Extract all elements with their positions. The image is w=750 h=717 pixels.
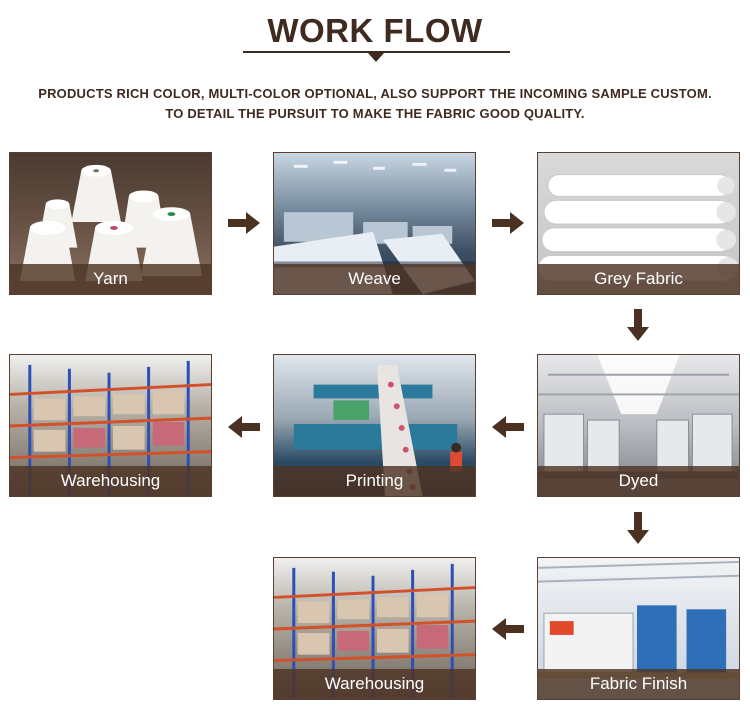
step-warehousing-1: Warehousing [9,354,212,497]
step-printing: Printing [273,354,476,497]
step-fabric-finish: Fabric Finish [537,557,740,700]
step-caption: Fabric Finish [538,669,739,699]
step-caption: Warehousing [10,466,211,496]
step-yarn: Yarn [9,152,212,295]
title-pointer [368,53,384,62]
step-caption: Grey Fabric [538,264,739,294]
subtitle-line-1: PRODUCTS RICH COLOR, MULTI-COLOR OPTIONA… [38,86,712,101]
step-warehousing-2: Warehousing [273,557,476,700]
step-caption: Printing [274,466,475,496]
page-title: WORK FLOW [267,12,483,49]
step-caption: Yarn [10,264,211,294]
step-weave: Weave [273,152,476,295]
step-grey-fabric: Grey Fabric [537,152,740,295]
step-caption: Warehousing [274,669,475,699]
subtitle-line-2: TO DETAIL THE PURSUIT TO MAKE THE FABRIC… [165,106,585,121]
step-caption: Dyed [538,466,739,496]
step-dyed: Dyed [537,354,740,497]
title-underline [243,51,510,53]
step-caption: Weave [274,264,475,294]
